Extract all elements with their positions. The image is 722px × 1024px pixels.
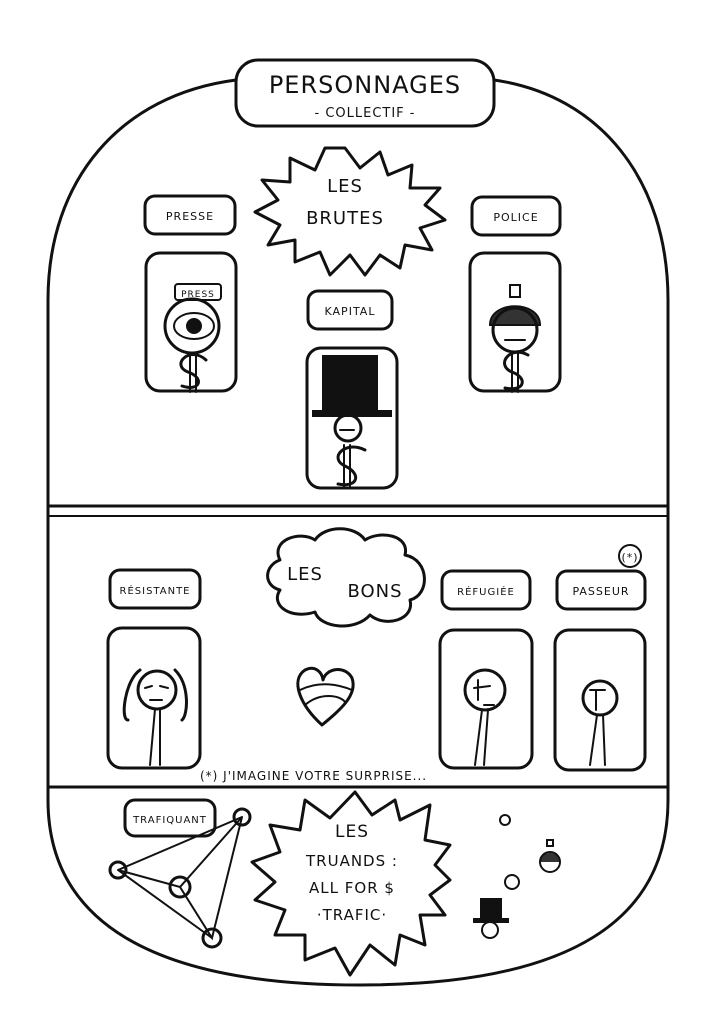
police-head-icon [539,839,561,873]
bubble-icon [499,814,511,826]
police-helmet-icon [488,284,542,393]
top-hat-icon [312,355,392,489]
person-figure-icon [581,679,619,766]
subtitle: - COLLECTIF - [315,106,416,121]
kapital-label: KAPITAL [325,305,376,318]
outer-frame [46,78,670,987]
top-hat-head-icon [473,898,509,939]
asterisk-marker [618,544,642,568]
police-label: POLICE [493,211,538,224]
trafic-items [473,814,561,939]
svg-text:·TRAFIC·: ·TRAFIC· [317,906,387,924]
woman-figure-icon [122,668,188,766]
network-icon [108,807,252,949]
svg-text:LES: LES [335,822,369,842]
trafiquant-label: TRAFIQUANT [132,815,207,826]
character-resistante[interactable]: RÉSISTANTE [106,568,202,770]
presse-label: PRESSE [166,210,214,223]
svg-text:PRESS: PRESS [181,290,215,300]
footnote: (*) J'IMAGINE VOTRE SURPRISE... [200,769,427,783]
character-refugiee[interactable]: RÉFUGIÉE [438,569,534,770]
refugiee-label: RÉFUGIÉE [457,585,515,598]
passeur-label: PASSEUR [572,585,629,598]
svg-text:BRUTES: BRUTES [306,208,384,229]
title-box: PERSONNAGES - COLLECTIF - [234,58,496,128]
character-presse[interactable]: PRESSE PRESS [143,194,238,393]
bubble-icon [504,874,520,890]
eye-icon: PRESS [163,283,222,393]
character-police[interactable]: POLICE [468,195,562,393]
svg-text:LES: LES [287,564,323,585]
resistante-label: RÉSISTANTE [120,584,191,597]
brutes-heading: LES BRUTES [253,146,447,277]
bons-heading: LES BONS [266,527,426,628]
title: PERSONNAGES [269,71,461,99]
character-passeur[interactable]: PASSEUR (*) [553,544,647,772]
character-trafiquant[interactable]: TRAFIQUANT [123,798,217,838]
character-kapital[interactable]: KAPITAL [305,289,399,490]
truands-heading: LES TRUANDS : ALL FOR $ ·TRAFIC· [250,790,452,977]
person-figure-icon [463,668,507,766]
heart-icon [296,666,355,727]
svg-text:LES: LES [327,176,363,197]
svg-text:ALL FOR $: ALL FOR $ [309,879,395,897]
svg-text:TRUANDS :: TRUANDS : [305,852,398,870]
svg-text:BONS: BONS [347,581,402,602]
svg-text:(*): (*) [621,551,638,564]
